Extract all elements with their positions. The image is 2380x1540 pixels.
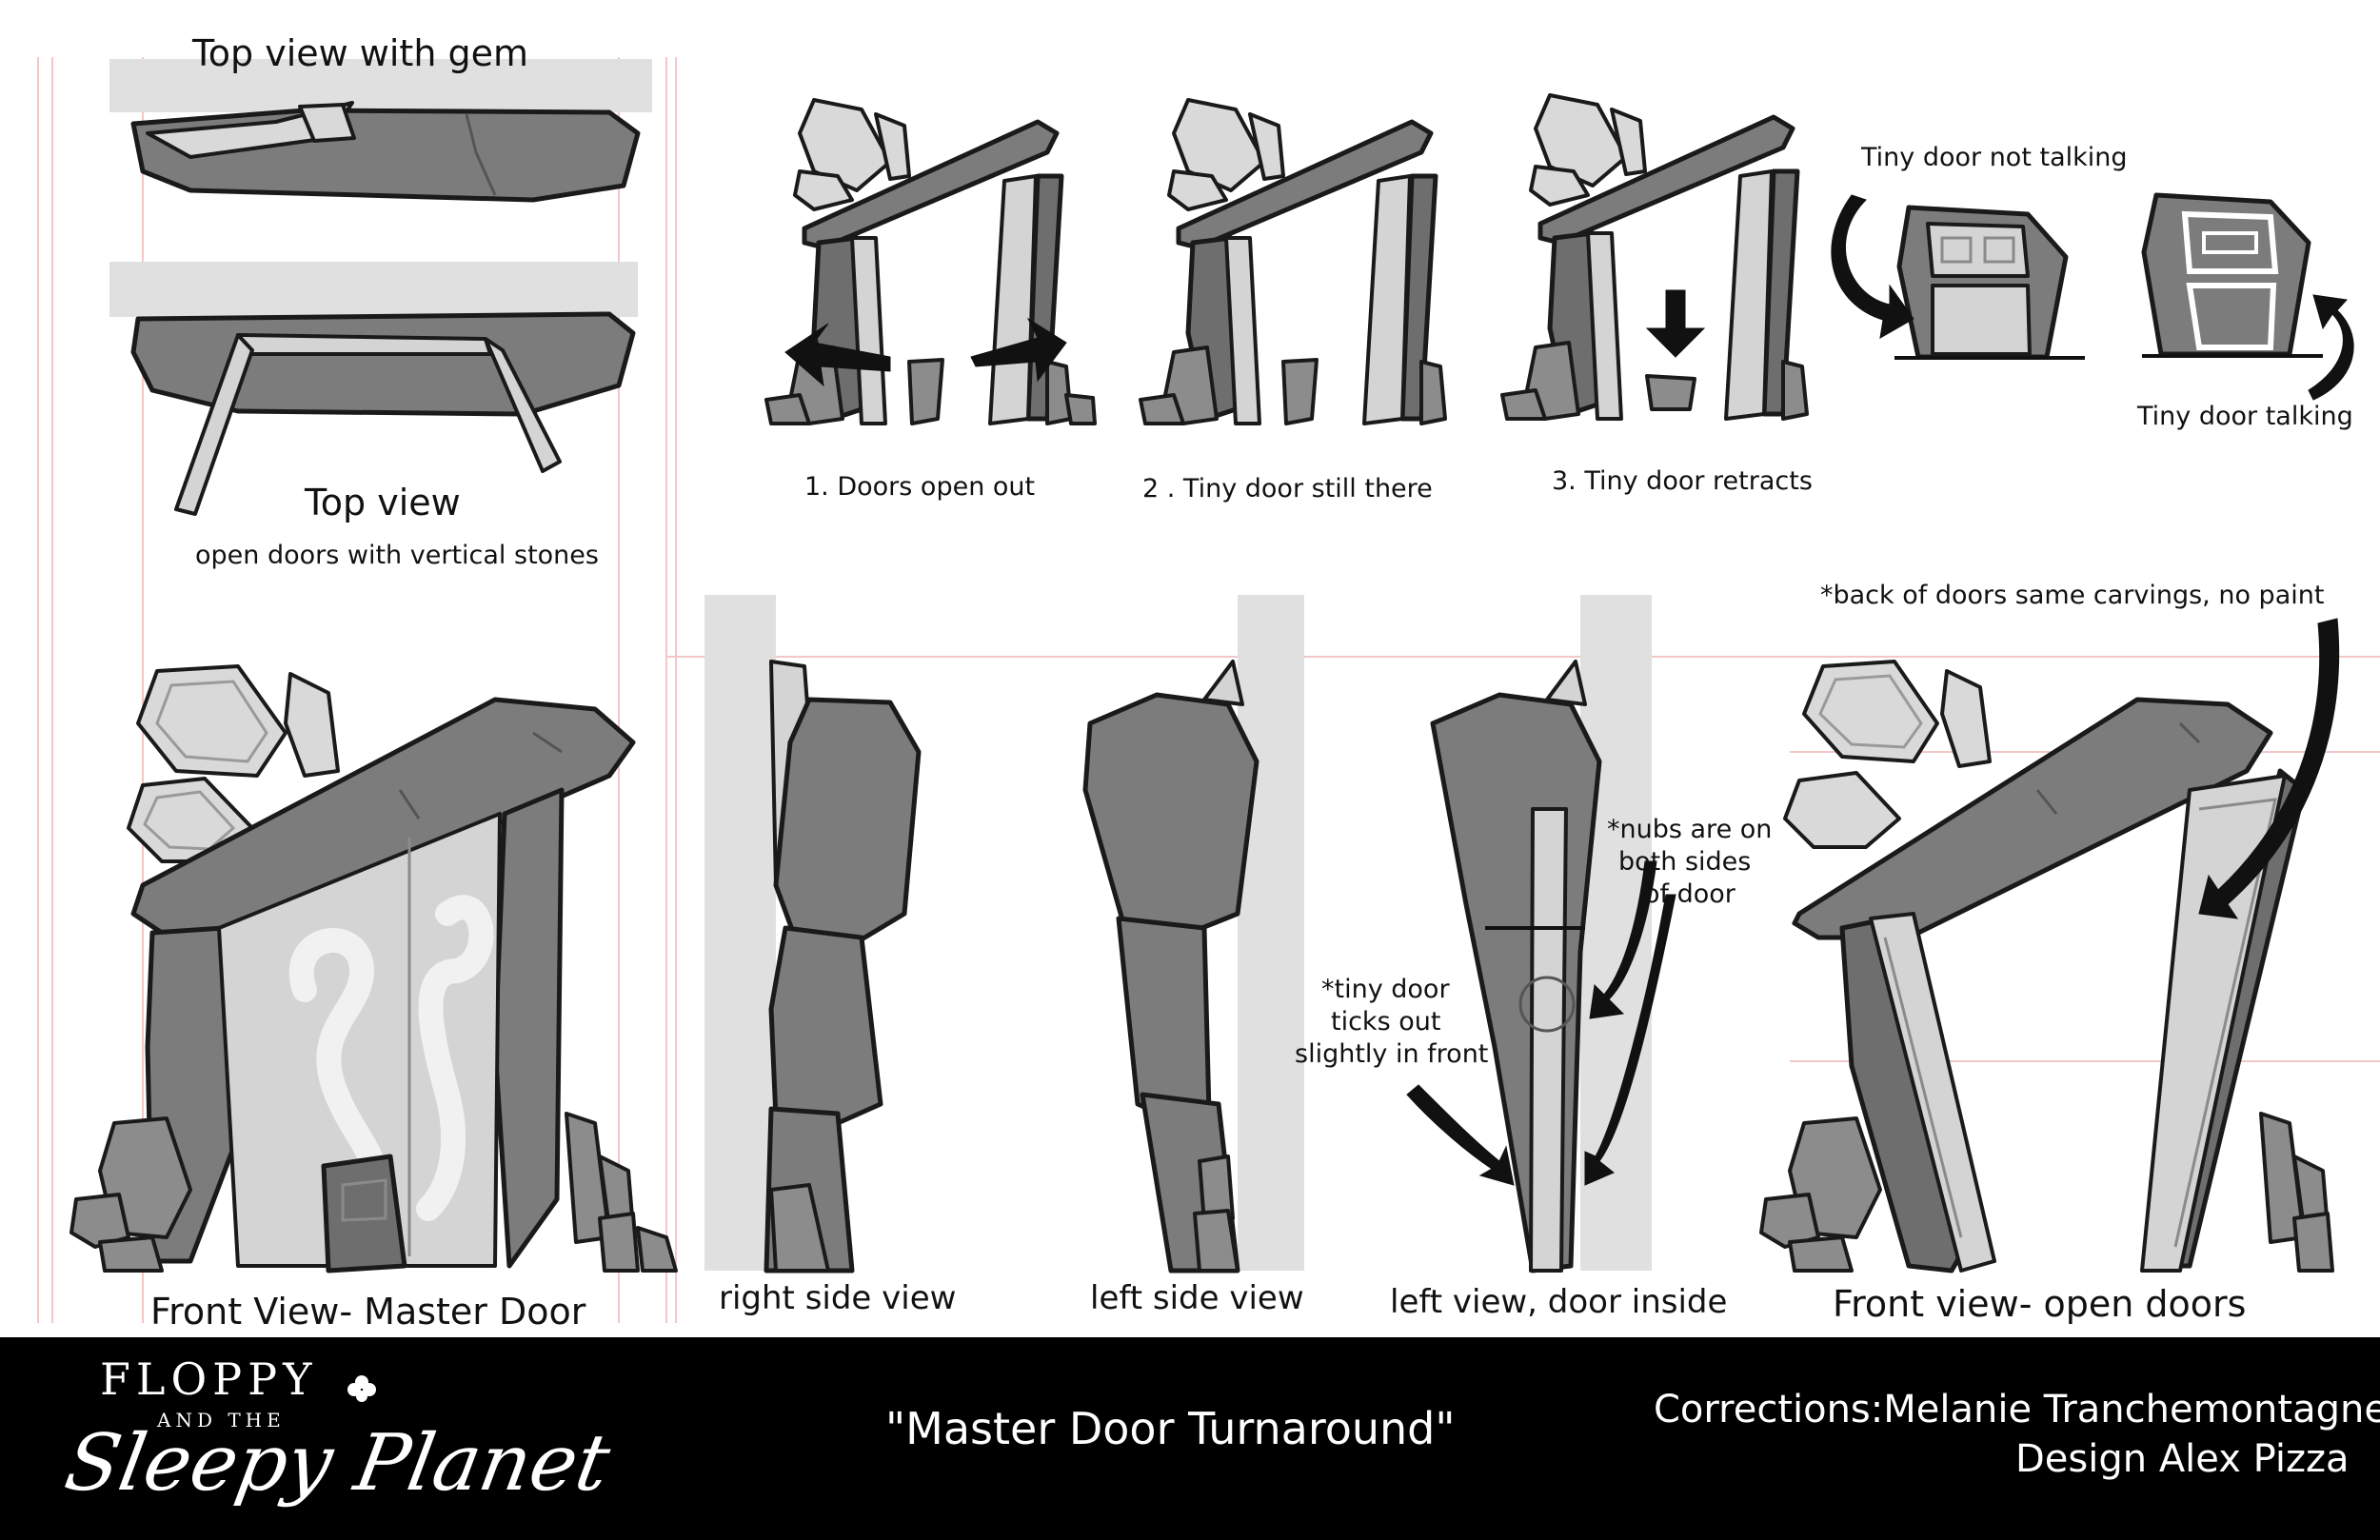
logo-sleepy-planet: Sleepy Planet	[58, 1418, 617, 1509]
label-step-1: 1. Doors open out	[804, 472, 1036, 502]
front-view-open-doors	[1759, 618, 2340, 1273]
note-tiny-line-3: slightly in front	[1295, 1039, 1489, 1069]
label-step-2: 2 . Tiny door still there	[1142, 474, 1433, 503]
tiny-door-talking	[2141, 192, 2354, 401]
note-nubs-line-3: of door	[1644, 879, 1735, 909]
logo-flower-icon	[347, 1375, 376, 1402]
note-nubs-line-1: *nubs are on	[1607, 815, 1773, 844]
concept-sheet-drawings	[37, 57, 2380, 1323]
credit-design: Design Alex Pizza	[2015, 1437, 2350, 1481]
label-right-side: right side view	[719, 1279, 957, 1317]
sheet-title: "Master Door Turnaround"	[885, 1403, 1456, 1454]
tiny-door-not-talking	[1831, 194, 2085, 360]
left-view-door-inside	[1406, 595, 1676, 1273]
label-step-3: 3. Tiny door retracts	[1552, 466, 1813, 496]
step-2-tiny-door	[1139, 98, 1447, 425]
note-tiny-line-1: *tiny door	[1321, 975, 1450, 1004]
label-top-view-gem: Top view with gem	[192, 32, 529, 74]
step-3-tiny-retracts	[1500, 93, 1809, 421]
label-tiny-talking: Tiny door talking	[2137, 402, 2353, 431]
note-nubs-line-2: both sides	[1618, 847, 1752, 877]
top-view	[109, 262, 638, 516]
label-top-view: Top view	[305, 482, 461, 523]
logo-floppy: FLOPPY	[100, 1353, 318, 1405]
label-tiny-not-talking: Tiny door not talking	[1861, 143, 2128, 172]
front-view-master-door	[69, 664, 678, 1273]
right-side-view	[704, 595, 922, 1273]
credit-corrections: Corrections:Melanie Tranchemontagne	[1654, 1388, 2380, 1431]
left-side-view	[1082, 595, 1304, 1273]
step-1-doors-open	[764, 98, 1097, 425]
label-front-open: Front view- open doors	[1833, 1283, 2247, 1325]
label-left-inside: left view, door inside	[1390, 1283, 1728, 1321]
label-left-side: left side view	[1090, 1279, 1304, 1317]
note-back-of-doors: *back of doors same carvings, no paint	[1820, 581, 2325, 610]
label-front-master: Front View- Master Door	[150, 1291, 586, 1333]
note-tiny-line-2: ticks out	[1331, 1007, 1441, 1037]
logo-and-the: AND THE	[157, 1409, 286, 1431]
top-view-with-gem	[109, 59, 652, 203]
label-top-view-sub: open doors with vertical stones	[195, 541, 599, 570]
footer-bar	[0, 1337, 2380, 1540]
